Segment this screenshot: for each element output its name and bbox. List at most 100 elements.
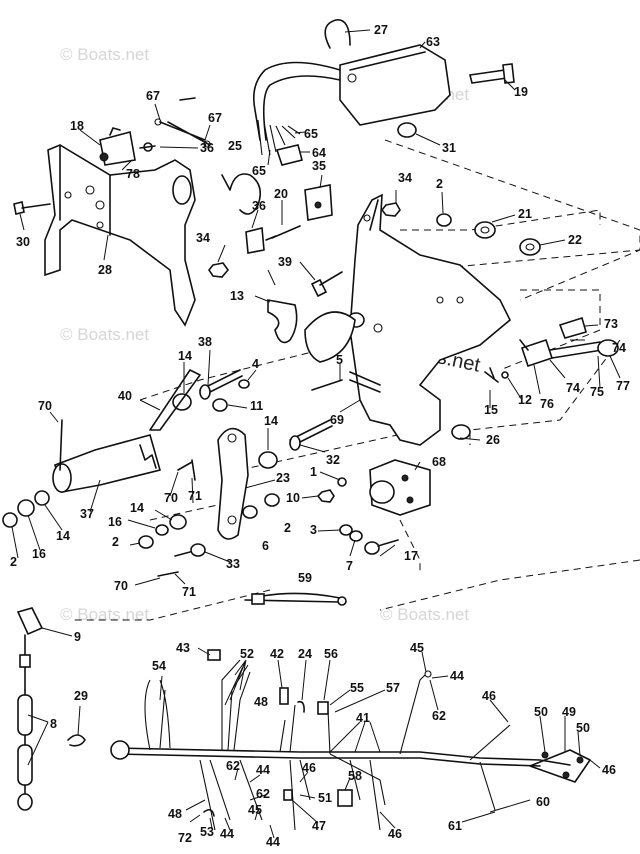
callout-46d: 46 [388,827,402,841]
callout-29: 29 [74,689,88,703]
callout-23: 23 [276,471,290,485]
solenoid-68 [369,459,431,516]
main-harness [110,649,591,831]
callout-71b: 71 [182,585,196,599]
bushing-14 [258,451,278,469]
plug-42 [279,687,289,705]
callout-33: 33 [226,557,240,571]
callout-62c: 62 [256,787,270,801]
spring-25 [221,173,261,215]
nut-34b [380,202,401,217]
bolt-30 [13,201,51,215]
callout-2a: 2 [436,177,443,191]
screw-36 [139,142,156,152]
callout-60: 60 [536,795,550,809]
callout-70a: 70 [38,399,52,413]
callout-61: 61 [448,819,462,833]
callout-47: 47 [312,819,326,833]
callout-16b: 16 [108,515,122,529]
callout-3: 3 [310,523,317,537]
callout-2c: 2 [10,555,17,569]
screw-39 [310,271,343,298]
clip-29 [67,734,86,747]
callout-24: 24 [298,647,312,661]
harness-59 [244,592,347,606]
grommet-26 [451,424,471,440]
relay-35 [304,184,333,221]
callout-7: 7 [346,559,353,573]
callout-50a: 50 [534,705,548,719]
callout-57: 57 [386,681,400,695]
clip-53 [203,808,215,817]
callout-51: 51 [318,791,332,805]
shaft-38 [172,369,243,411]
callout-65a: 65 [304,127,318,141]
callout-30: 30 [16,235,30,249]
callout-18: 18 [70,119,84,133]
watermark-lower-left: © Boats.net [60,605,149,624]
callout-12: 12 [518,393,532,407]
bushing-16 [17,499,35,517]
callout-50b: 50 [576,721,590,735]
callout-40: 40 [118,389,132,403]
callout-34: 34 [196,231,210,245]
callout-10: 10 [286,491,300,505]
callout-16: 16 [32,547,46,561]
callout-63: 63 [426,35,440,49]
link-40 [149,369,201,431]
bolt-19 [469,63,515,84]
washer-2c [2,512,18,528]
callout-45b: 45 [248,803,262,817]
watermark-top-left: © Boats.net [60,45,149,64]
callout-13: 13 [230,289,244,303]
plug-58 [337,789,353,807]
callout-64: 64 [312,146,326,160]
link-67 [154,97,211,148]
callout-8: 8 [50,717,57,731]
arm-37 [52,434,161,493]
callout-labels: 27 63 19 31 65 65 64 35 25 20 36 67 67 1… [10,23,630,849]
callout-36b: 36 [200,141,214,155]
callout-20: 20 [274,187,288,201]
callout-46c: 46 [302,761,316,775]
terminal-block [519,316,619,368]
callout-68: 68 [432,455,446,469]
pin-71 [191,459,196,481]
watermark-lower-right: © Boats.net [380,605,469,624]
callout-42: 42 [270,647,284,661]
clip-48 [297,700,305,713]
callout-77: 77 [616,379,630,393]
callout-15: 15 [484,403,498,417]
callout-52: 52 [240,647,254,661]
callout-37: 37 [80,507,94,521]
watermark-mid-left: © Boats.net [60,325,149,344]
callout-6: 6 [262,539,269,553]
callout-5: 5 [336,353,343,367]
callout-67b: 67 [208,111,222,125]
callout-38: 38 [198,335,212,349]
washer-2d [138,535,154,549]
callout-44b: 44 [256,763,270,777]
callout-74b: 74 [612,341,626,355]
washer-16 [155,524,169,536]
callout-58: 58 [348,769,362,783]
callout-76: 76 [540,397,554,411]
callout-62b: 62 [226,759,240,773]
callout-43: 43 [176,641,190,655]
callout-62a: 62 [432,709,446,723]
callout-46b: 46 [602,763,616,777]
callout-53: 53 [200,825,214,839]
callout-69: 69 [330,413,344,427]
callout-32: 32 [326,453,340,467]
nut-7 [349,530,363,542]
callout-31: 31 [442,141,456,155]
pin-70c [157,571,179,577]
bushing-14c [169,514,187,530]
leader-lines [11,29,621,839]
washer-11 [212,398,228,412]
plate-69 [347,193,511,446]
callout-4: 4 [252,357,259,371]
callout-44a: 44 [450,669,464,683]
callout-59: 59 [298,571,312,585]
plug-47 [283,789,293,801]
